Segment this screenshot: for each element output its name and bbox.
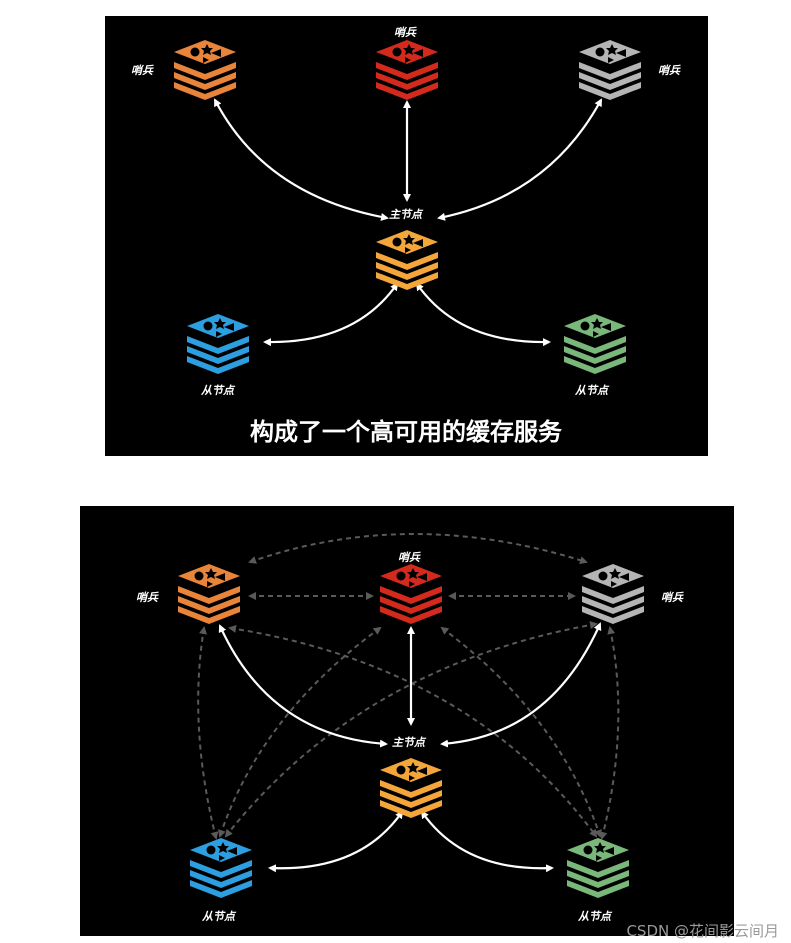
arrow-sentinel-left-master xyxy=(214,98,389,221)
slave-left-label: 从节点 xyxy=(202,910,237,923)
master-label: 主节点 xyxy=(392,736,427,749)
redis-icon xyxy=(380,758,442,818)
diagram-2: 哨兵 哨兵 哨兵 主节点 从节点 从节点 xyxy=(136,533,684,923)
arrow-master-slave-left xyxy=(263,282,399,347)
slave-right-label: 从节点 xyxy=(578,910,613,923)
sentinel-right-label: 哨兵 xyxy=(661,591,684,604)
redis-icon xyxy=(174,40,236,100)
redis-icon xyxy=(582,564,644,624)
sentinel-top-label: 哨兵 xyxy=(394,26,417,39)
arrow-sentinel-right-master xyxy=(437,98,602,221)
slave-right-label: 从节点 xyxy=(575,384,610,397)
redis-icon xyxy=(376,230,438,290)
sentinel-left-label: 哨兵 xyxy=(131,64,154,77)
redis-icon xyxy=(567,838,629,898)
sentinel-right-label: 哨兵 xyxy=(658,64,681,77)
redis-icon xyxy=(380,564,442,624)
master-label: 主节点 xyxy=(389,208,424,221)
sentinel-left-label: 哨兵 xyxy=(136,591,159,604)
diagram-panel-2: 哨兵 哨兵 哨兵 主节点 从节点 从节点 xyxy=(80,506,734,936)
diagram-panel-1: 哨兵 哨兵 哨兵 主节点 从节点 从节点 构成了一个高可用的缓存服务 xyxy=(105,16,708,456)
redis-icon xyxy=(187,314,249,374)
sentinel-top-label: 哨兵 xyxy=(398,551,421,564)
redis-icon xyxy=(579,40,641,100)
redis-icon xyxy=(178,564,240,624)
connection-arrows xyxy=(214,98,602,347)
redis-icon xyxy=(376,40,438,100)
watermark: CSDN @花间影云间月 xyxy=(626,922,779,940)
arrow-master-slave-right xyxy=(415,282,551,347)
redis-icon xyxy=(190,838,252,898)
slave-left-label: 从节点 xyxy=(201,384,236,397)
redis-icon xyxy=(564,314,626,374)
diagram-1: 哨兵 哨兵 哨兵 主节点 从节点 从节点 构成了一个高可用的缓存服务 xyxy=(131,26,681,446)
diagram-caption: 构成了一个高可用的缓存服务 xyxy=(250,418,563,446)
connection-arrows xyxy=(218,622,602,873)
